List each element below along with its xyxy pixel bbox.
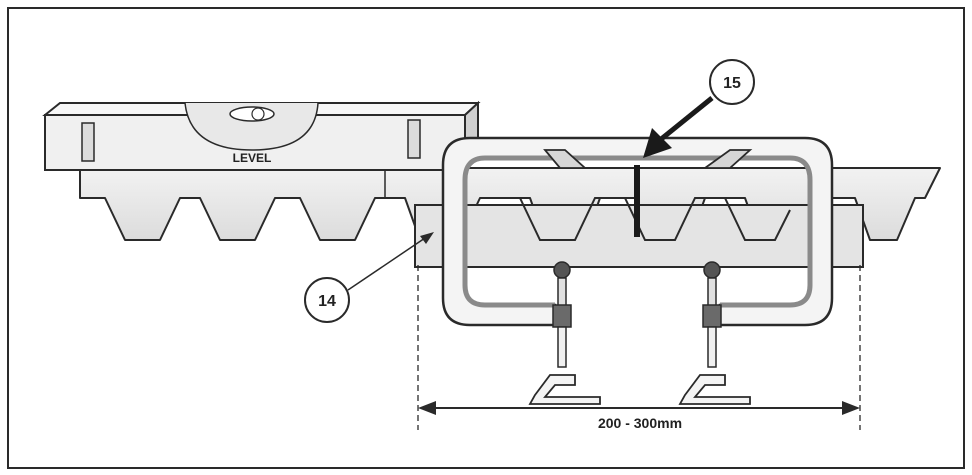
callout-15: 15 [643, 59, 755, 158]
clamp-screw-left [528, 261, 601, 405]
gear-rack-clamped-teeth [485, 197, 791, 241]
level-label: LEVEL [233, 151, 272, 165]
clamp-screw-right [678, 261, 751, 405]
c-clamp [441, 136, 834, 327]
gear-rack-back [79, 167, 941, 241]
dimension-guides: 200 - 300mm [417, 265, 861, 431]
spirit-level: LEVEL [42, 100, 481, 173]
arrow-icon [643, 128, 672, 158]
dimension-label: 200 - 300mm [598, 415, 682, 431]
arrowhead-right-icon [842, 401, 860, 415]
callout-15-number: 15 [723, 75, 741, 92]
callout-14: 14 [304, 232, 434, 323]
arrowhead-left-icon [418, 401, 436, 415]
diagram-frame [7, 7, 965, 469]
callout-14-number: 14 [318, 293, 336, 310]
alignment-pin [634, 165, 640, 237]
